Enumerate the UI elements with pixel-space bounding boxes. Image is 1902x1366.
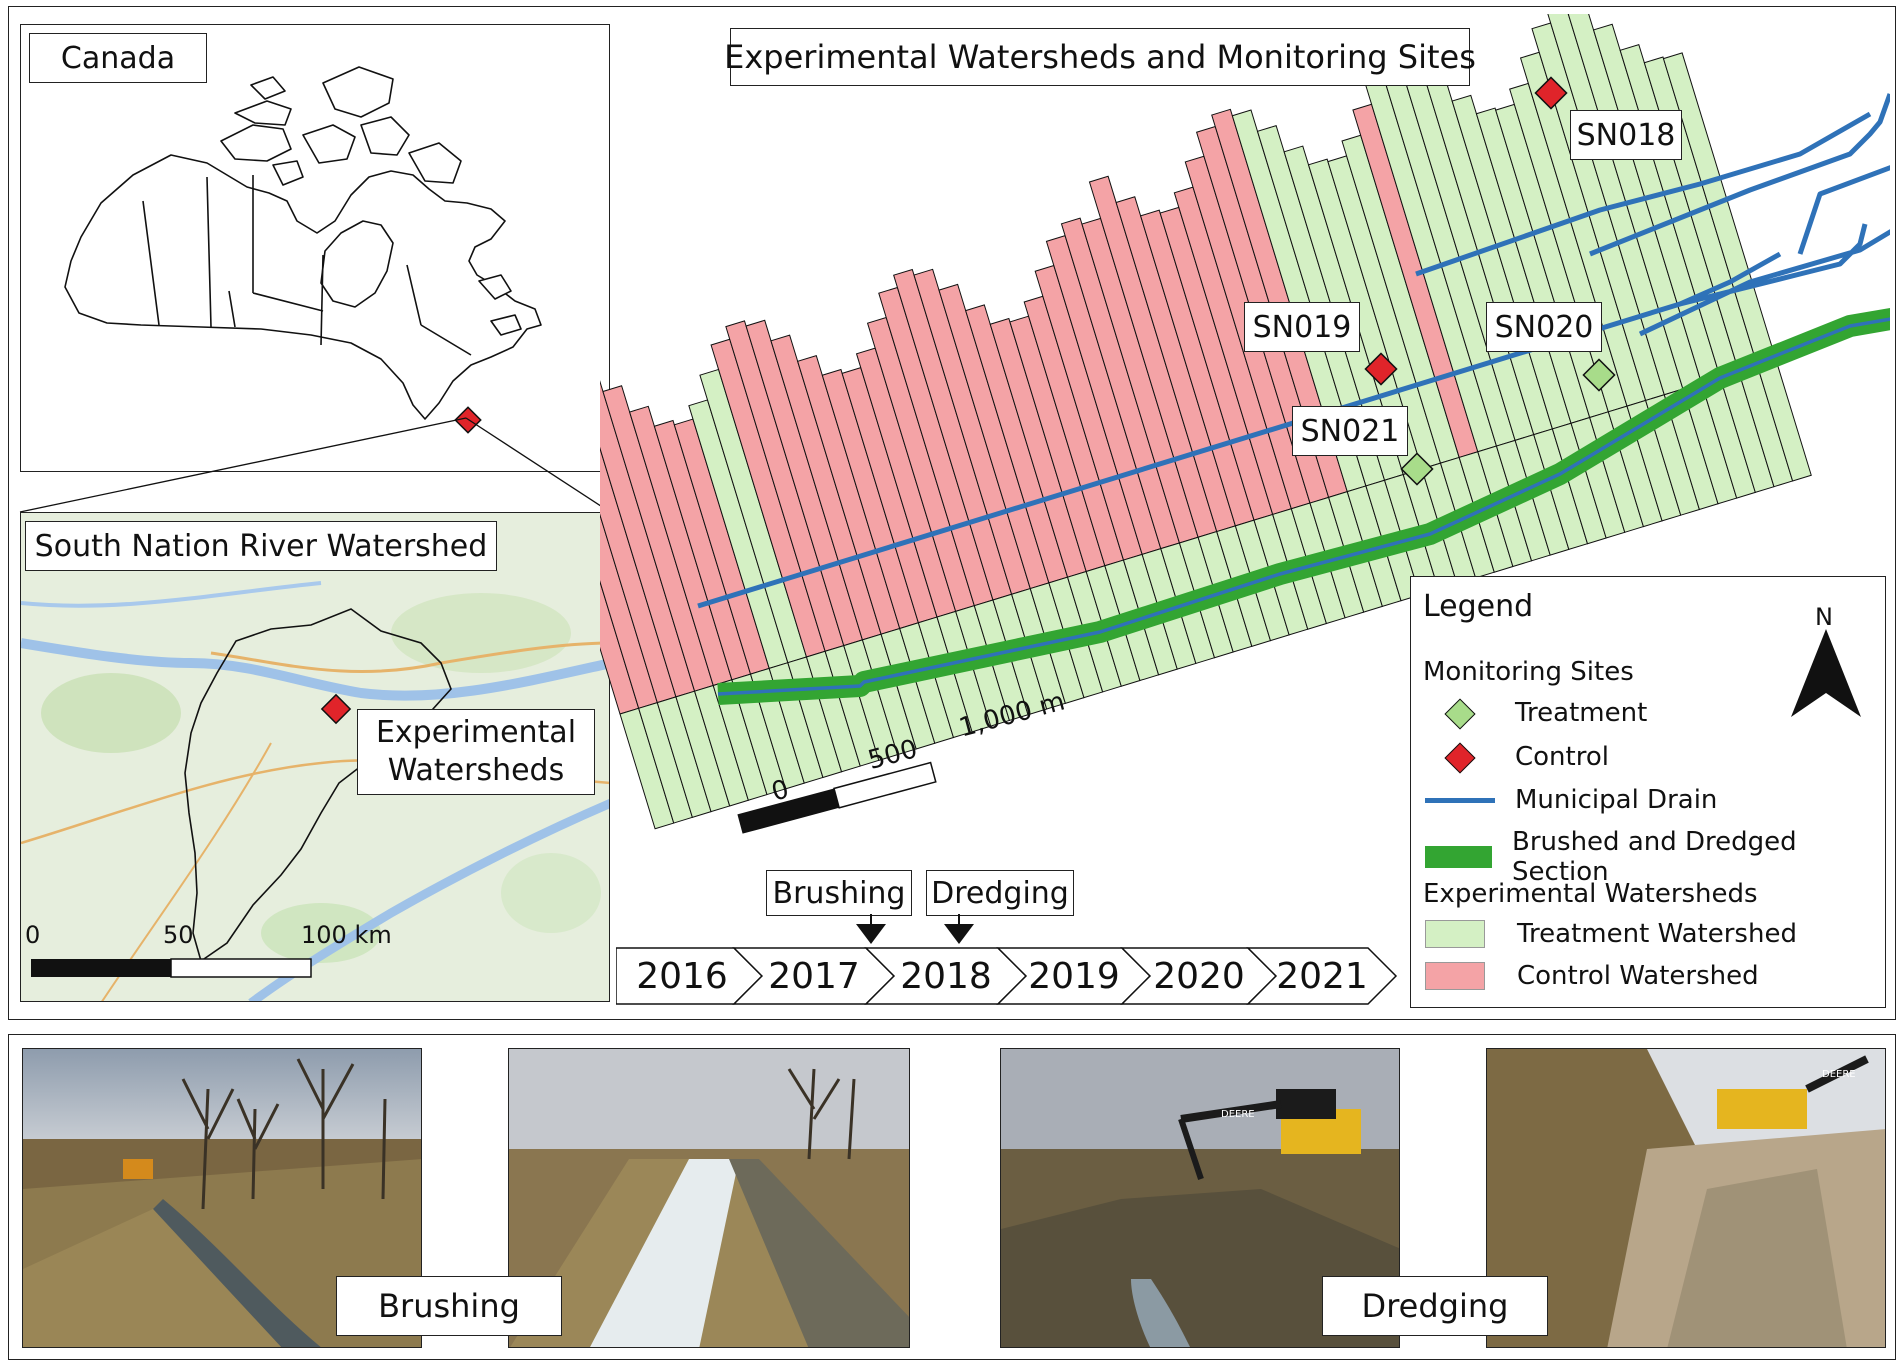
site-sn020-marker bbox=[1582, 358, 1616, 392]
legend-brushed-dredged: Brushed and Dredged Section bbox=[1425, 827, 1885, 887]
canada-title: Canada bbox=[29, 33, 207, 83]
site-label-sn020: SN020 bbox=[1486, 302, 1602, 352]
legend-control-watershed: Control Watershed bbox=[1425, 961, 1759, 991]
timeline-year-2019: 2019 bbox=[1028, 955, 1120, 997]
photo-brushing-2 bbox=[508, 1048, 910, 1348]
timeline-event-brushing: Brushing bbox=[766, 870, 912, 916]
site-map: Experimental Watersheds and Monitoring S… bbox=[600, 14, 1890, 1014]
timeline-year-2020: 2020 bbox=[1153, 955, 1245, 997]
legend-monitoring-sites-heading: Monitoring Sites bbox=[1423, 657, 1634, 687]
site-sn019-marker bbox=[1364, 352, 1398, 386]
timeline-year-2017: 2017 bbox=[768, 955, 860, 997]
site-map-canvas bbox=[600, 14, 1890, 834]
legend-municipal-drain: Municipal Drain bbox=[1425, 785, 1717, 815]
legend-title: Legend bbox=[1423, 589, 1534, 624]
experimental-watersheds-marker bbox=[320, 693, 352, 725]
experimental-watersheds-callout: Experimental Watersheds bbox=[357, 709, 595, 795]
watershed-polygons bbox=[600, 14, 1812, 830]
treatment-marker-icon bbox=[1425, 697, 1495, 730]
control-watershed-swatch-icon bbox=[1425, 962, 1485, 990]
photo-dredging-2: DEERE bbox=[1486, 1048, 1886, 1348]
legend-control-site: Control bbox=[1425, 741, 1609, 774]
timeline-chevrons bbox=[616, 947, 1398, 1005]
site-label-sn018: SN018 bbox=[1570, 110, 1682, 160]
svg-text:DEERE: DEERE bbox=[1822, 1069, 1856, 1080]
regional-map-panel: South Nation River Watershed Experimenta… bbox=[20, 512, 610, 1002]
treatment-watershed-swatch-icon bbox=[1425, 920, 1485, 948]
control-marker-icon bbox=[1425, 741, 1495, 774]
drain-line-icon bbox=[1425, 797, 1495, 803]
regional-scale-label-0: 0 bbox=[25, 921, 41, 949]
canada-location-marker bbox=[454, 406, 482, 434]
legend-experimental-watersheds-heading: Experimental Watersheds bbox=[1423, 879, 1758, 909]
north-label: N bbox=[1815, 603, 1833, 631]
legend-treatment-watershed: Treatment Watershed bbox=[1425, 919, 1797, 949]
brushed-dredged-swatch-icon bbox=[1425, 846, 1493, 868]
photo-brushing-1 bbox=[22, 1048, 422, 1348]
timeline-year-2018: 2018 bbox=[900, 955, 992, 997]
regional-scale-label-100km: 100 km bbox=[301, 921, 392, 949]
timeline-event-dredging: Dredging bbox=[926, 870, 1074, 916]
photo-dredging-1: DEERE bbox=[1000, 1048, 1400, 1348]
legend-panel: Legend Monitoring Sites Treatment Contro… bbox=[1410, 576, 1886, 1008]
canada-map-panel: Canada bbox=[20, 24, 610, 472]
photo-label-brushing: Brushing bbox=[336, 1276, 562, 1336]
watershed-boundary bbox=[184, 608, 452, 963]
regional-scale-label-50: 50 bbox=[163, 921, 194, 949]
timeline-year-2021: 2021 bbox=[1276, 955, 1368, 997]
north-arrow-icon bbox=[1791, 629, 1861, 717]
site-sn018-marker bbox=[1534, 76, 1568, 110]
site-label-sn019: SN019 bbox=[1244, 302, 1360, 352]
timeline-year-2016: 2016 bbox=[636, 955, 728, 997]
municipal-drain-line bbox=[697, 93, 1890, 609]
photo-label-dredging: Dredging bbox=[1322, 1276, 1548, 1336]
site-label-sn021: SN021 bbox=[1292, 406, 1408, 456]
event-arrow-dredging-icon bbox=[944, 914, 974, 944]
legend-treatment-site: Treatment bbox=[1425, 697, 1647, 730]
event-arrow-brushing-icon bbox=[856, 914, 886, 944]
regional-map-title: South Nation River Watershed bbox=[25, 521, 497, 571]
svg-text:DEERE: DEERE bbox=[1221, 1109, 1255, 1120]
site-map-title: Experimental Watersheds and Monitoring S… bbox=[724, 28, 1476, 86]
timeline: 2016 2017 2018 2019 2020 2021 bbox=[616, 946, 1400, 1006]
canada-outline-map bbox=[64, 66, 542, 434]
site-sn021-marker bbox=[1400, 452, 1434, 486]
